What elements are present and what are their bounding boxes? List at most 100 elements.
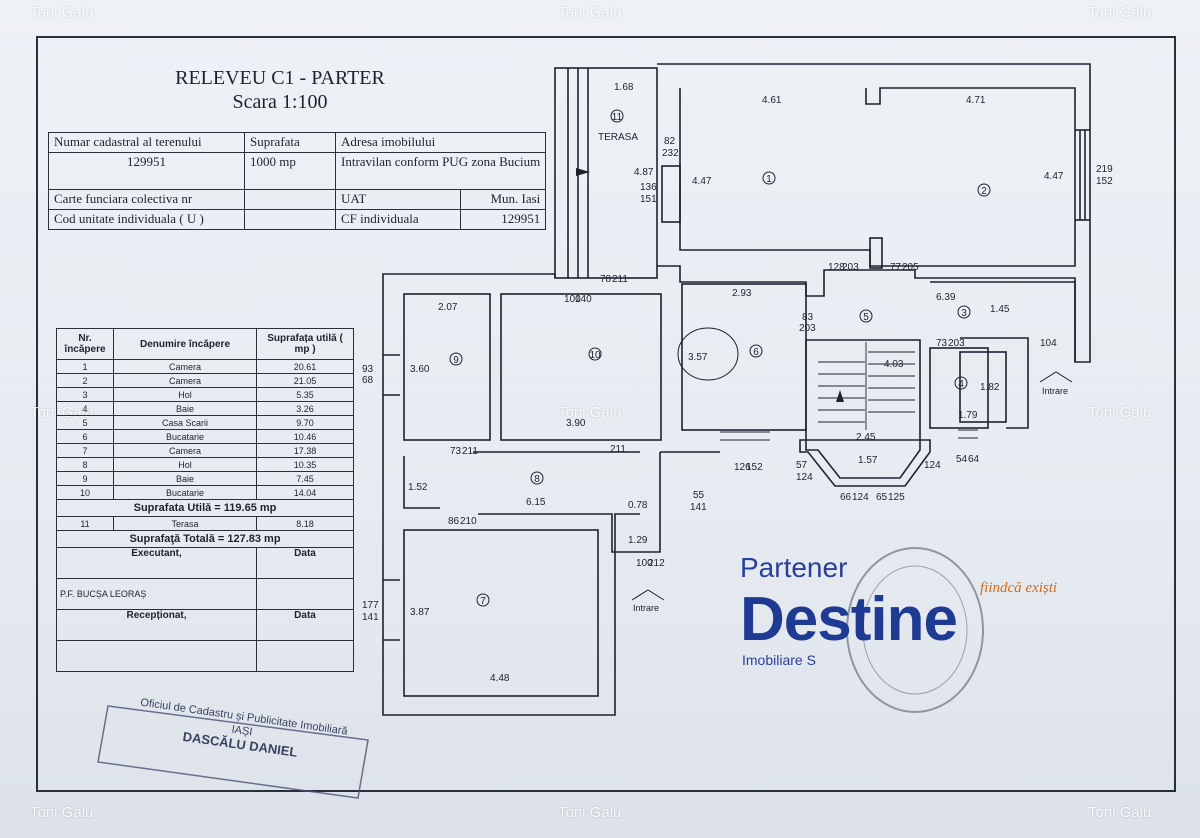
room-number: 7 <box>480 596 486 607</box>
usable-area-total: Suprafata Utilă = 119.65 mp <box>56 499 354 517</box>
cf-individuala-label: CF individuala <box>335 209 461 230</box>
col-name: Denumire încăpere <box>113 328 257 360</box>
header-address: Adresa imobilului <box>334 132 547 153</box>
dim-label: 4.87 <box>634 167 654 178</box>
dim-label: 66 <box>840 492 852 503</box>
logo-name: Destine <box>740 585 958 654</box>
dim-label: 77 <box>890 262 902 273</box>
dim-label: 210 <box>460 516 477 527</box>
data-label: Data <box>256 547 354 579</box>
dim-label: 57 <box>796 460 808 471</box>
room-numbers: 1 2 3 4 5 6 7 8 9 10 11 <box>453 112 987 607</box>
logo-subtitle: Imobiliare S <box>742 652 816 668</box>
entrance-label: Intrare <box>1042 386 1068 396</box>
dim-label: 211 <box>612 274 628 285</box>
dim-label: 68 <box>362 375 374 386</box>
dim-label: 4.71 <box>966 95 986 106</box>
empty-cell <box>256 578 354 610</box>
room-number: 9 <box>453 355 459 366</box>
dim-label: 4.03 <box>884 359 904 370</box>
room-number: 10 <box>589 350 601 361</box>
room-number: 2 <box>981 186 987 197</box>
executant-name: P.F. BUCȘA LEORAȘ <box>56 578 257 610</box>
dim-label: 152 <box>1096 176 1113 187</box>
room-markers <box>449 109 991 607</box>
scale-line: Scara 1:100 <box>232 91 328 113</box>
dim-label: 65 <box>876 492 888 503</box>
receptionat-label: Recepționat, <box>56 609 257 641</box>
dim-label: 1.29 <box>628 535 648 546</box>
room-number: 6 <box>753 347 759 358</box>
dim-label: 205 <box>902 262 919 273</box>
logo-partener: Partener <box>740 552 848 583</box>
dim-label: 2.93 <box>732 288 752 299</box>
dim-label: 1.82 <box>980 382 1000 393</box>
room-number: 11 <box>612 112 623 123</box>
watermark: Toni Galu <box>1088 404 1152 421</box>
dim-label: 93 <box>362 364 374 375</box>
stair-steps <box>720 342 978 441</box>
dim-label: 219 <box>1096 164 1113 175</box>
dim-label: 1.79 <box>958 410 978 421</box>
cadastral-number: 129951 <box>48 152 245 190</box>
dim-label: 136 <box>640 182 657 193</box>
empty-cell <box>256 640 354 672</box>
plan-walls <box>382 63 1091 716</box>
watermark: Toni Galu <box>30 4 94 21</box>
watermark: Toni Galu <box>1088 804 1152 821</box>
dim-label: 124 <box>796 472 813 483</box>
dim-label: 152 <box>746 462 763 473</box>
watermark: Toni Galu <box>558 404 622 421</box>
watermark: Toni Galu <box>558 804 622 821</box>
cod-unitate-label: Cod unitate individuala ( U ) <box>48 209 245 230</box>
dim-label: 203 <box>799 323 816 334</box>
dim-label: 64 <box>968 454 980 465</box>
header-cadastral: Numar cadastral al terenului <box>48 132 245 153</box>
dim-label: 0.78 <box>628 500 648 511</box>
brand-logo: Partener Destine fiindcă exiști Imobilia… <box>740 552 1100 672</box>
dim-label: 4.47 <box>1044 171 1064 182</box>
title-line: RELEVEU C1 - PARTER <box>175 67 385 89</box>
entrance-markers <box>631 371 1073 601</box>
terrace-outline <box>554 67 658 279</box>
dim-label: 100 <box>636 558 653 569</box>
dim-label: 140 <box>575 294 592 305</box>
watermark: Toni Galu <box>558 4 622 21</box>
dim-label: 2.07 <box>438 302 458 313</box>
dim-label: 151 <box>640 194 657 205</box>
header-area: Suprafata <box>244 132 336 153</box>
rooms-table: Nr. încăpere Denumire încăpere Suprafața… <box>56 328 354 672</box>
dim-label: 83 <box>802 312 814 323</box>
address-value: Intravilan conform PUG zona Bucium <box>334 152 547 190</box>
room-number: 8 <box>534 474 540 485</box>
dim-label: 232 <box>662 148 679 159</box>
dim-label: 212 <box>648 558 665 569</box>
room-number: 5 <box>863 312 869 323</box>
dim-label: 86 <box>448 516 460 527</box>
stair-arrow-icon <box>836 390 844 402</box>
dim-label: 128 <box>828 262 845 273</box>
dim-label: 6.39 <box>936 292 956 303</box>
dim-label: 78 <box>600 274 612 285</box>
official-round-stamp <box>846 547 984 713</box>
dim-label: 211 <box>610 444 626 455</box>
dim-label: 73 <box>450 446 462 457</box>
document-frame <box>36 36 1176 792</box>
dim-label: 1.68 <box>614 82 634 93</box>
dim-label: 2.45 <box>856 432 876 443</box>
terrace-arrow-icon <box>576 168 590 176</box>
room-number: 3 <box>961 308 967 319</box>
room-number: 4 <box>958 379 964 390</box>
logo-tagline: fiindcă exiști <box>980 580 1058 596</box>
entrance-label: Intrare <box>633 603 659 613</box>
dim-label: 3.60 <box>410 364 430 375</box>
dim-label: 177 <box>362 600 379 611</box>
terrace-label: TERASA <box>598 132 638 143</box>
dim-label: 141 <box>690 502 707 513</box>
empty-cell <box>244 209 336 230</box>
dim-label: 1.52 <box>408 482 428 493</box>
